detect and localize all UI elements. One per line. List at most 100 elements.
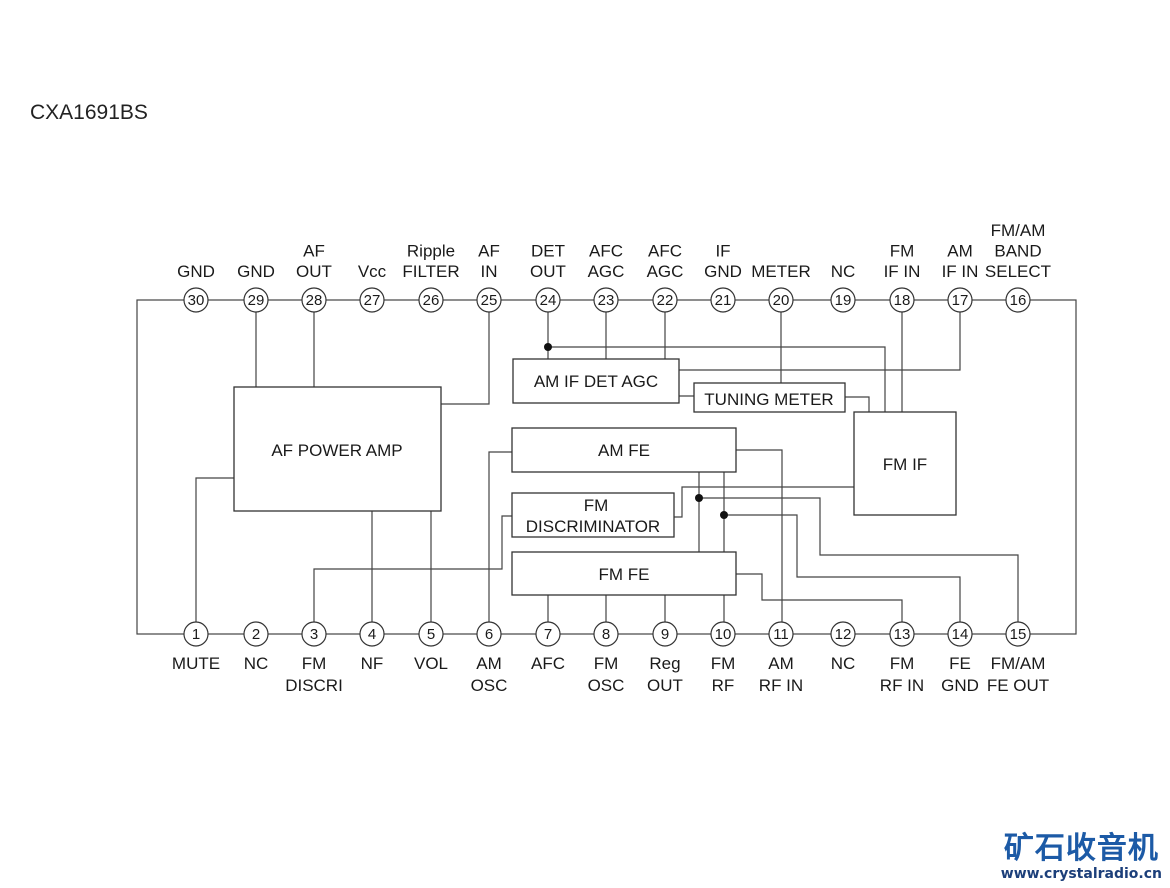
pin-number: 8 bbox=[602, 626, 610, 643]
pin-label: MUTE bbox=[172, 654, 220, 673]
pin-29: 29 GND bbox=[237, 262, 275, 313]
pin-label: IN bbox=[481, 262, 498, 281]
pin-number: 14 bbox=[952, 626, 969, 643]
pin-number: 3 bbox=[310, 626, 318, 643]
pin-number: 6 bbox=[485, 626, 493, 643]
pin-number: 7 bbox=[544, 626, 552, 643]
pin-label: AM bbox=[476, 654, 502, 673]
pin-number: 18 bbox=[894, 292, 911, 309]
watermark-logo: 矿石收音机 www.crystalradio.cn bbox=[1001, 831, 1162, 883]
junction-dot bbox=[720, 511, 728, 519]
pin-circle bbox=[830, 621, 856, 647]
pin-number: 27 bbox=[364, 292, 381, 309]
pin-circle bbox=[359, 287, 385, 313]
pin-label: FM/AM bbox=[991, 654, 1046, 673]
block-label: AM IF DET AGC bbox=[534, 372, 658, 391]
pin-label: IF bbox=[715, 242, 730, 261]
pin-circle bbox=[947, 621, 973, 647]
pin-circle bbox=[183, 287, 209, 313]
pin-label: FM bbox=[890, 654, 915, 673]
block-label: AF POWER AMP bbox=[271, 441, 402, 460]
pin-27: 27 Vcc bbox=[358, 262, 387, 313]
pin-circle bbox=[243, 621, 269, 647]
pin-number: 17 bbox=[952, 292, 969, 309]
pin-label: AFC bbox=[589, 242, 623, 261]
pin-label: GND bbox=[941, 676, 979, 695]
pin-label: NC bbox=[831, 654, 856, 673]
pin-circle bbox=[476, 287, 502, 313]
pin-label: RF IN bbox=[759, 676, 803, 695]
pin-20: 20 METER bbox=[751, 262, 811, 313]
pin-label: SELECT bbox=[985, 262, 1051, 281]
pin-number: 29 bbox=[248, 292, 265, 309]
pin-label: AF bbox=[478, 242, 500, 261]
pin-label: AGC bbox=[588, 262, 625, 281]
pin-circle bbox=[593, 621, 619, 647]
pin-circle bbox=[1005, 621, 1031, 647]
pin-label: DISCRI bbox=[285, 676, 343, 695]
pin-30: 30 GND bbox=[177, 262, 215, 313]
block-label: FM bbox=[584, 496, 609, 515]
pin-label: AF bbox=[303, 242, 325, 261]
pin-label: FM bbox=[711, 654, 736, 673]
pin-number: 20 bbox=[773, 292, 790, 309]
pin-number: 4 bbox=[368, 626, 376, 643]
pin-label: GND bbox=[177, 262, 215, 281]
pin-label: Vcc bbox=[358, 262, 387, 281]
pin-label: FM/AM bbox=[991, 221, 1046, 240]
pin-circle bbox=[301, 287, 327, 313]
pin-label: OSC bbox=[588, 676, 625, 695]
pin-circle bbox=[418, 287, 444, 313]
pin-number: 12 bbox=[835, 626, 852, 643]
watermark-cn: 矿石收音机 bbox=[1003, 831, 1159, 866]
am-fe-block: AM FE bbox=[511, 427, 737, 473]
pin-label: METER bbox=[751, 262, 811, 281]
pin-circle bbox=[535, 287, 561, 313]
pin-number: 26 bbox=[423, 292, 440, 309]
pin-label: AFC bbox=[648, 242, 682, 261]
pin-circle bbox=[476, 621, 502, 647]
pin-label: AM bbox=[768, 654, 794, 673]
pin-circle bbox=[710, 621, 736, 647]
pin-number: 5 bbox=[427, 626, 435, 643]
pin-number: 25 bbox=[481, 292, 498, 309]
pin-label: RF bbox=[712, 676, 735, 695]
pin-number: 30 bbox=[188, 292, 205, 309]
pin-label: RF IN bbox=[880, 676, 924, 695]
pin-label: AM bbox=[947, 242, 973, 261]
pin-label: OUT bbox=[647, 676, 683, 695]
junction-dot bbox=[695, 494, 703, 502]
pin-3: 3FM DISCRI bbox=[285, 621, 343, 695]
pin-label: GND bbox=[237, 262, 275, 281]
pin-number: 15 bbox=[1010, 626, 1027, 643]
pin-circle bbox=[768, 621, 794, 647]
pin-number: 10 bbox=[715, 626, 732, 643]
pin-label: FM bbox=[302, 654, 327, 673]
pin-label: Ripple bbox=[407, 242, 455, 261]
pin-label: OUT bbox=[530, 262, 566, 281]
pin-circle bbox=[1005, 287, 1031, 313]
pin-circle bbox=[947, 287, 973, 313]
pin-label: FILTER bbox=[402, 262, 459, 281]
pin-circle bbox=[535, 621, 561, 647]
pin-label: BAND bbox=[994, 242, 1041, 261]
am-if-det-agc-block: AM IF DET AGC bbox=[512, 358, 680, 404]
pin-label: AGC bbox=[647, 262, 684, 281]
pin-label: Reg bbox=[649, 654, 680, 673]
pin-number: 21 bbox=[715, 292, 732, 309]
tuning-meter-block: TUNING METER bbox=[693, 382, 846, 413]
